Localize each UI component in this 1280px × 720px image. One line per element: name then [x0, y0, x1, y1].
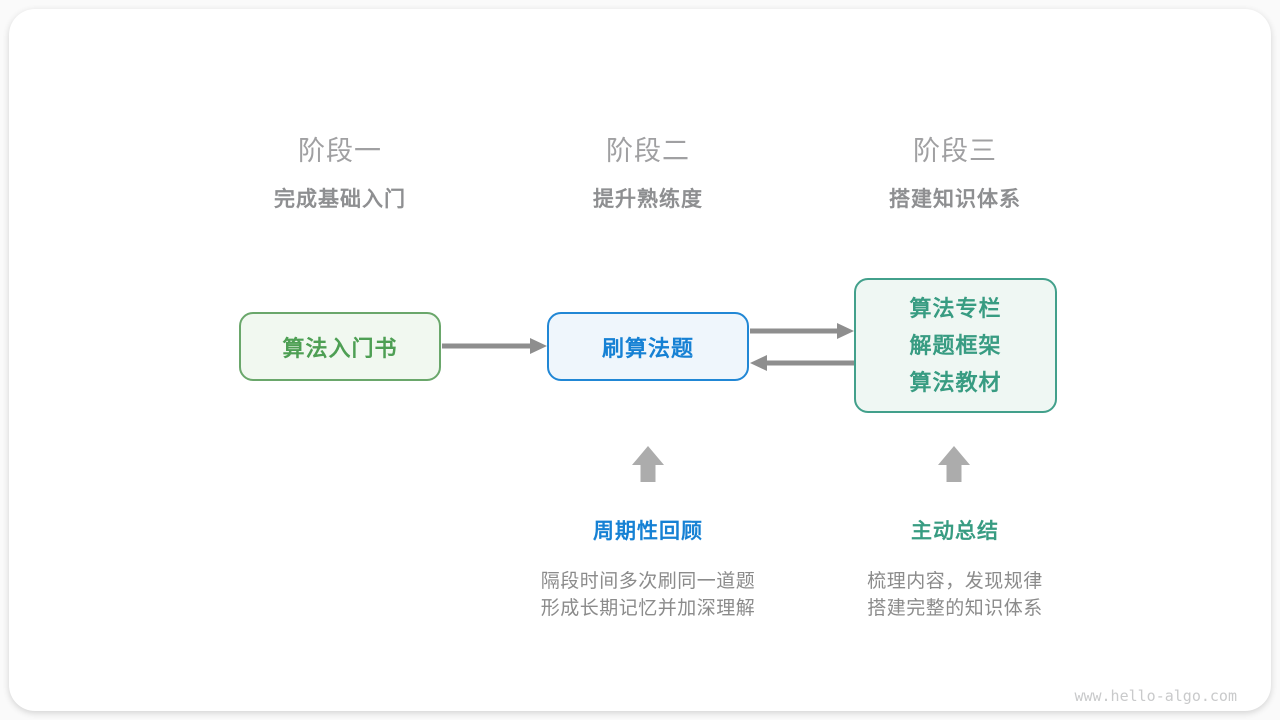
node-label: 算法专栏	[909, 296, 1002, 321]
stage-header-2: 阶段二 提升熟练度	[488, 135, 808, 212]
arrow-left-icon	[750, 355, 854, 371]
stage-title: 阶段三	[913, 136, 997, 166]
annotation-label-active-summary: 主动总结	[911, 520, 999, 543]
arrow-right-icon	[442, 338, 547, 354]
stage-header-1: 阶段一 完成基础入门	[180, 135, 500, 212]
watermark-url: www.hello-algo.com	[1074, 687, 1237, 705]
stage-subtitle: 提升熟练度	[593, 188, 703, 211]
stage-title: 阶段一	[298, 136, 382, 166]
annotation-desc-line: 形成长期记忆并加深理解	[540, 598, 756, 619]
annotation-desc-periodic-review: 隔段时间多次刷同一道题 形成长期记忆并加深理解	[458, 568, 838, 622]
stage-subtitle: 完成基础入门	[274, 188, 406, 211]
node-intro-book: 算法入门书	[239, 312, 441, 381]
annotation-desc-line: 梳理内容，发现规律	[867, 571, 1043, 592]
annotation-desc-line: 隔段时间多次刷同一道题	[540, 571, 756, 592]
node-practice-problems: 刷算法题	[547, 312, 749, 381]
arrow-up-icon	[938, 446, 970, 482]
node-knowledge-resources: 算法专栏 解题框架 算法教材	[854, 278, 1057, 413]
annotation-label-periodic-review: 周期性回顾	[593, 520, 703, 543]
annotation-desc-line: 搭建完整的知识体系	[867, 598, 1043, 619]
arrow-up-icon	[632, 446, 664, 482]
node-label: 刷算法题	[601, 335, 694, 361]
diagram-card: 阶段一 完成基础入门 阶段二 提升熟练度 阶段三 搭建知识体系 算法入门书 刷算…	[9, 9, 1271, 711]
node-label: 算法教材	[909, 370, 1002, 395]
stage-header-3: 阶段三 搭建知识体系	[795, 135, 1115, 212]
stage-title: 阶段二	[606, 136, 690, 166]
stage-subtitle: 搭建知识体系	[889, 188, 1021, 211]
annotation-desc-active-summary: 梳理内容，发现规律 搭建完整的知识体系	[765, 568, 1145, 622]
node-label: 算法入门书	[282, 335, 398, 361]
node-label: 解题框架	[909, 333, 1002, 358]
arrow-right-icon	[750, 323, 854, 339]
